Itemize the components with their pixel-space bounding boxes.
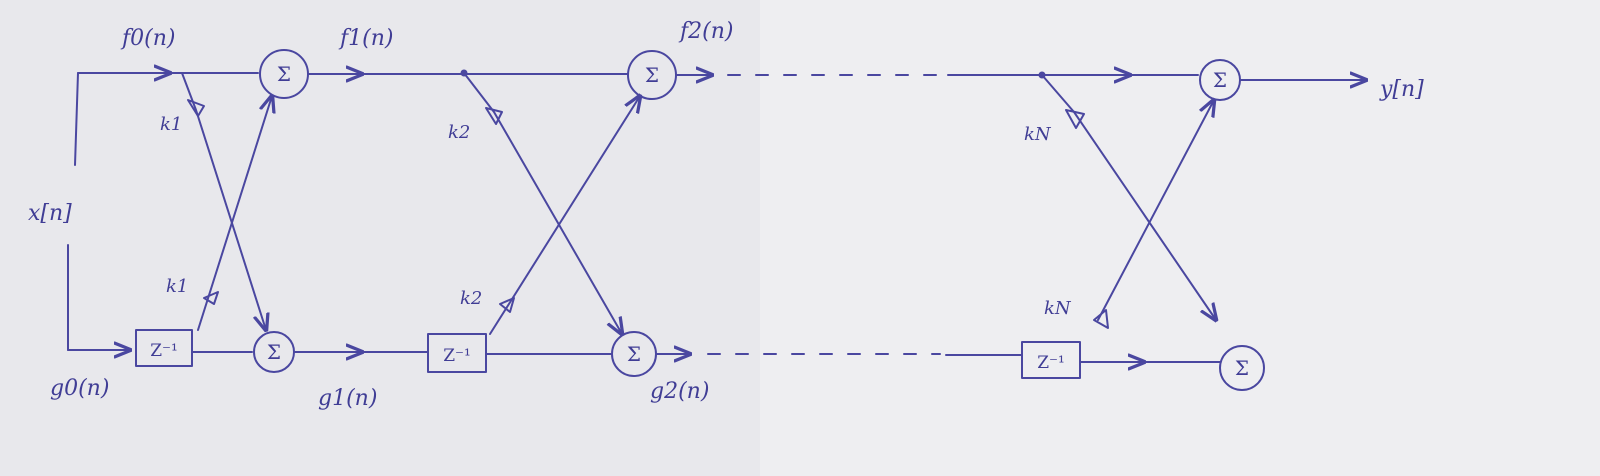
stagen-bottom-sum [1219, 345, 1265, 391]
kn-top-label: kN [1024, 124, 1052, 145]
g1-label: g1(n) [318, 386, 377, 411]
stage-2: Σ Z⁻¹ Σ [427, 50, 712, 377]
stagen-delay [1021, 341, 1081, 379]
f1-label: f1(n) [338, 26, 393, 51]
stage1-delay [135, 329, 193, 367]
stage2-k2-top-gain [485, 107, 503, 125]
stagen-bottom-sum-symbol: Σ [1235, 356, 1249, 380]
g0-label: g0(n) [50, 376, 109, 401]
stage-1: Σ Z⁻¹ Σ [135, 49, 629, 373]
f2-label: f2(n) [678, 19, 733, 44]
stage2-k2-bottom-gain [499, 297, 515, 313]
stagen-delay-symbol: Z⁻¹ [1037, 353, 1065, 373]
kn-bottom-label: kN [1044, 298, 1072, 319]
stagen-top-sum-symbol: Σ [1213, 68, 1227, 92]
stagen-kn-top-gain [1065, 109, 1085, 129]
stage2-delay-symbol: Z⁻¹ [443, 346, 471, 366]
stage1-k1-top-gain [187, 99, 205, 117]
stage1-delay-symbol: Z⁻¹ [150, 341, 178, 361]
input-label: x[n] [28, 201, 72, 226]
output-label: y[n] [1379, 77, 1424, 102]
stage1-bottom-sum-symbol: Σ [267, 340, 281, 364]
stage2-top-sum-symbol: Σ [645, 63, 659, 87]
continuation-dashes [707, 74, 941, 355]
paper-highlight [760, 0, 1600, 476]
k2-top-label: k2 [448, 122, 470, 143]
g2-label: g2(n) [650, 379, 709, 404]
k2-bottom-label: k2 [460, 288, 482, 309]
stagen-kn-bottom-gain [1093, 309, 1109, 329]
input-wiring [67, 73, 259, 350]
stage1-k1-bottom-gain [203, 291, 219, 305]
stage2-bottom-sum-symbol: Σ [627, 342, 641, 366]
f0-label: f0(n) [120, 26, 175, 51]
stage1-top-sum-symbol: Σ [277, 62, 291, 86]
coefficient-labels: k1 k1 k2 k2 kN kN [160, 114, 1072, 319]
signal-labels: x[n] y[n] f0(n) f1(n) f2(n) g0(n) g1(n) … [28, 19, 1424, 411]
k1-top-label: k1 [160, 114, 182, 135]
stage-n: Σ Z⁻¹ Σ [945, 59, 1366, 391]
k1-bottom-label: k1 [166, 276, 188, 297]
